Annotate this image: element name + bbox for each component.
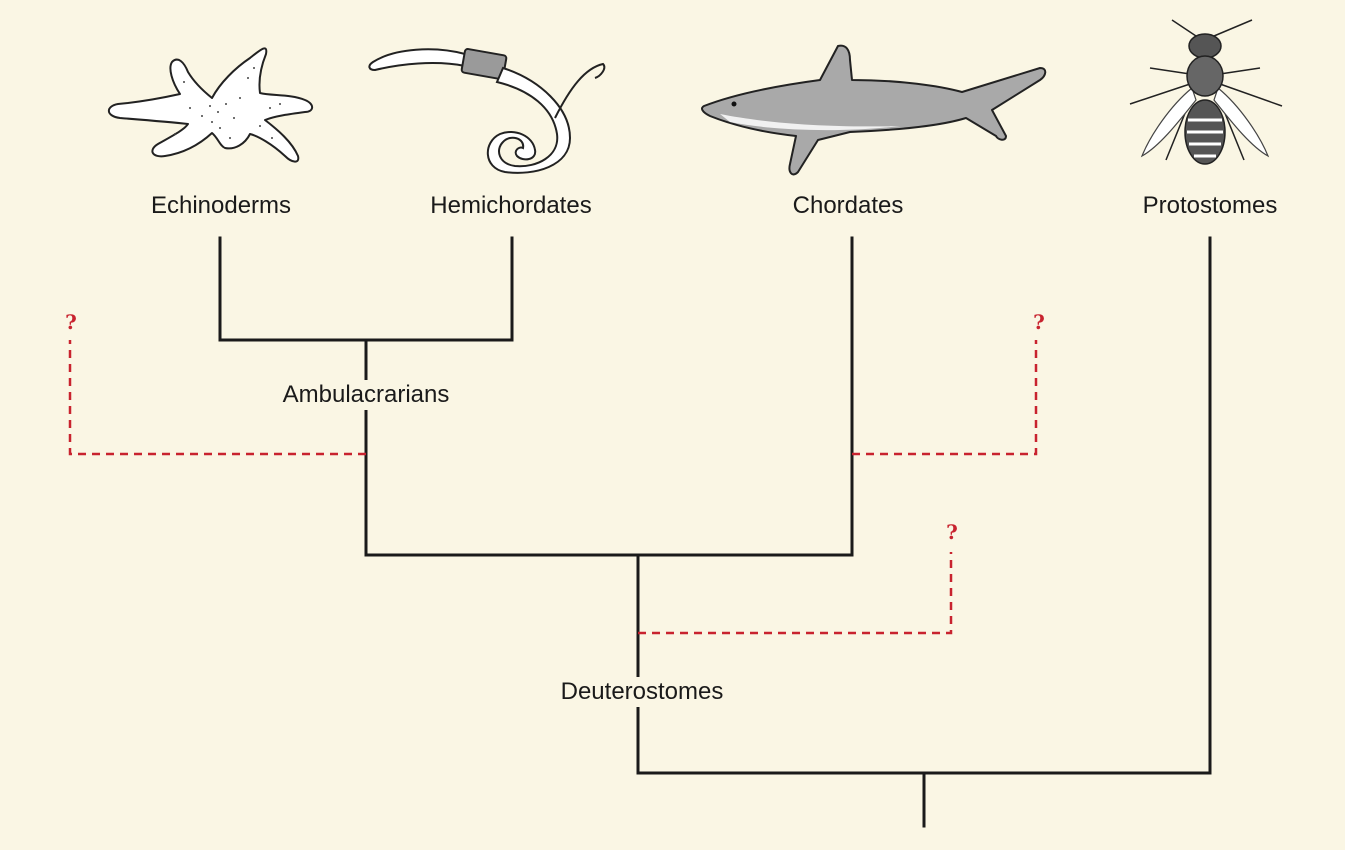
- label-ambulacrarians: Ambulacrarians: [278, 380, 454, 410]
- starfish-icon: [107, 47, 314, 163]
- question-mark-middle: ?: [946, 520, 958, 544]
- shark-icon: [701, 44, 1047, 176]
- label-protostomes: Protostomes: [1138, 191, 1282, 221]
- question-mark-right: ?: [1033, 310, 1045, 334]
- question-mark-left: ?: [65, 310, 77, 334]
- label-hemichordates: Hemichordates: [426, 191, 596, 221]
- wasp-icon: [1129, 19, 1283, 165]
- label-chordates: Chordates: [788, 191, 908, 221]
- uncertain-branch-left: [68, 340, 366, 456]
- uncertain-branch-right: [852, 340, 1038, 456]
- label-deuterostomes: Deuterostomes: [556, 677, 728, 707]
- acorn-worm-icon: [368, 48, 606, 174]
- label-echinoderms: Echinoderms: [146, 191, 296, 221]
- uncertain-branch-middle: [638, 552, 953, 635]
